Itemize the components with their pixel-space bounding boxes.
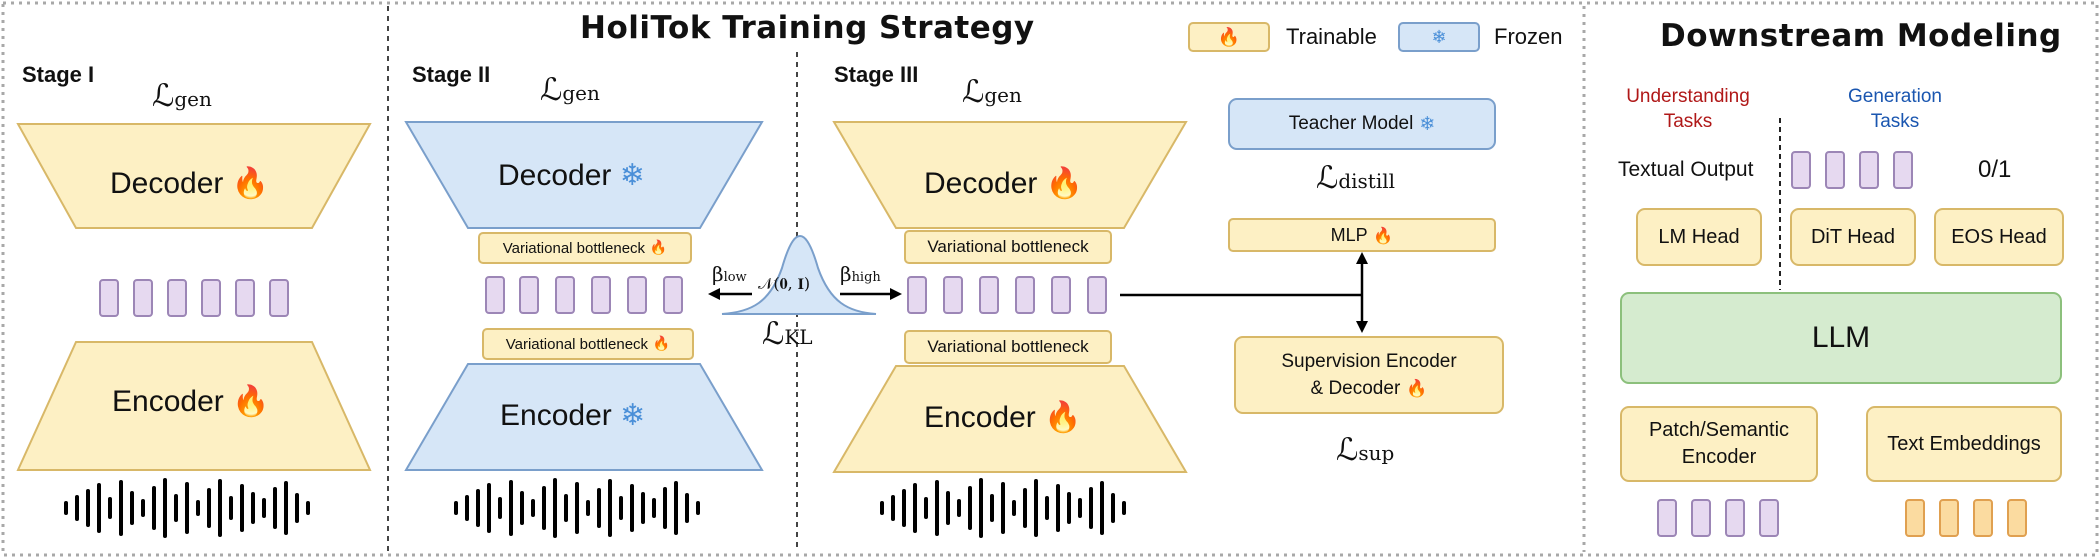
- beta-high: βhigh: [840, 262, 881, 286]
- stage3-bottleneck-top: Variational bottleneck: [904, 230, 1112, 264]
- fire-icon: 🔥: [1373, 225, 1394, 245]
- fire-icon: 🔥: [652, 336, 671, 352]
- main-title: HoliTok Training Strategy: [580, 10, 1035, 46]
- gaussian-curve: [721, 234, 877, 315]
- eos-head-box: EOS Head: [1934, 208, 2064, 266]
- beta-low: βlow: [712, 262, 747, 286]
- legend-trainable-swatch: 🔥: [1188, 22, 1270, 52]
- textual-output: Textual Output: [1618, 158, 1754, 181]
- stage2-encoder-shape: [404, 363, 764, 471]
- stage3-label: Stage III: [834, 62, 919, 87]
- text-tokens: [1905, 499, 2027, 537]
- fire-icon: 🔥: [232, 385, 270, 418]
- understanding-tasks: Understanding Tasks: [1626, 86, 1750, 132]
- stage1-decoder-shape: [16, 123, 372, 229]
- downstream-title: Downstream Modeling: [1660, 18, 2062, 54]
- stage3-encoder: Encoder 🔥: [924, 401, 1082, 434]
- stage2-tokens: [485, 276, 683, 314]
- kl-loss: ℒKL: [762, 316, 813, 352]
- legend-frozen-swatch: ❄: [1398, 22, 1480, 52]
- legend-frozen-label: Frozen: [1494, 24, 1563, 49]
- snowflake-icon: ❄: [620, 399, 646, 432]
- stage3-bottleneck-bottom: Variational bottleneck: [904, 330, 1112, 364]
- stage3-tokens: [907, 276, 1107, 314]
- stage2-encoder: Encoder ❄: [500, 399, 646, 432]
- stage3-decoder: Decoder 🔥: [924, 167, 1084, 200]
- legend-trainable-label: Trainable: [1286, 24, 1377, 49]
- lm-head-box: LM Head: [1636, 208, 1762, 266]
- sup-loss: ℒsup: [1336, 432, 1395, 468]
- stage2-decoder: Decoder ❄: [498, 159, 645, 192]
- fire-icon: 🔥: [1045, 167, 1084, 200]
- snowflake-icon: ❄: [619, 159, 645, 192]
- distill-loss: ℒdistill: [1316, 160, 1396, 196]
- stage1-encoder: Encoder 🔥: [112, 385, 270, 418]
- text-embeddings-box: Text Embeddings: [1866, 406, 2062, 482]
- stage3-encoder-shape: [832, 365, 1188, 473]
- supervision-box: Supervision Encoder & Decoder 🔥: [1234, 336, 1504, 414]
- dit-head-box: DiT Head: [1790, 208, 1916, 266]
- generation-tokens: [1791, 151, 1913, 189]
- stage1-encoder-shape: [16, 341, 372, 471]
- stage1-gen-loss: ℒgen: [152, 78, 212, 114]
- stage1-label: Stage I: [22, 62, 95, 87]
- snowflake-icon: ❄: [1419, 113, 1436, 135]
- gaussian-distribution: 𝒩(𝟎, 𝐈): [758, 274, 811, 293]
- snowflake-icon: ❄: [1431, 26, 1447, 48]
- fire-icon: 🔥: [1044, 401, 1082, 434]
- stage2-gen-loss: ℒgen: [540, 72, 600, 108]
- stage3-decoder-shape: [832, 121, 1188, 229]
- stage2-label: Stage II: [412, 62, 491, 87]
- stage1-shapes: [16, 123, 372, 538]
- stage3-gen-loss: ℒgen: [962, 74, 1022, 110]
- stage1-waveform: [64, 478, 310, 538]
- fire-icon: 🔥: [231, 167, 270, 200]
- generation-tasks: Generation Tasks: [1847, 86, 1942, 132]
- fire-icon: 🔥: [1406, 378, 1428, 399]
- input-tokens: [1657, 499, 2027, 537]
- stage2-bottleneck-bottom: Variational bottleneck 🔥: [482, 328, 694, 360]
- stage2-waveform: [454, 478, 700, 538]
- patch-encoder-box: Patch/Semantic Encoder: [1620, 406, 1818, 482]
- llm-box: LLM: [1620, 292, 2062, 384]
- fire-icon: 🔥: [1217, 26, 1241, 48]
- mlp-box: MLP 🔥: [1228, 218, 1496, 252]
- teacher-model-box: Teacher Model ❄: [1228, 98, 1496, 150]
- stage2-3-shapes: [404, 121, 1368, 538]
- binary-output: 0/1: [1978, 156, 2012, 183]
- fire-icon: 🔥: [649, 240, 668, 256]
- stage3-waveform: [880, 478, 1126, 538]
- stage2-decoder-shape: [404, 121, 764, 229]
- stage2-bottleneck-top: Variational bottleneck 🔥: [478, 232, 692, 264]
- stage1-tokens: [99, 279, 289, 317]
- stage1-decoder: Decoder 🔥: [110, 167, 270, 200]
- patch-tokens: [1657, 499, 1779, 537]
